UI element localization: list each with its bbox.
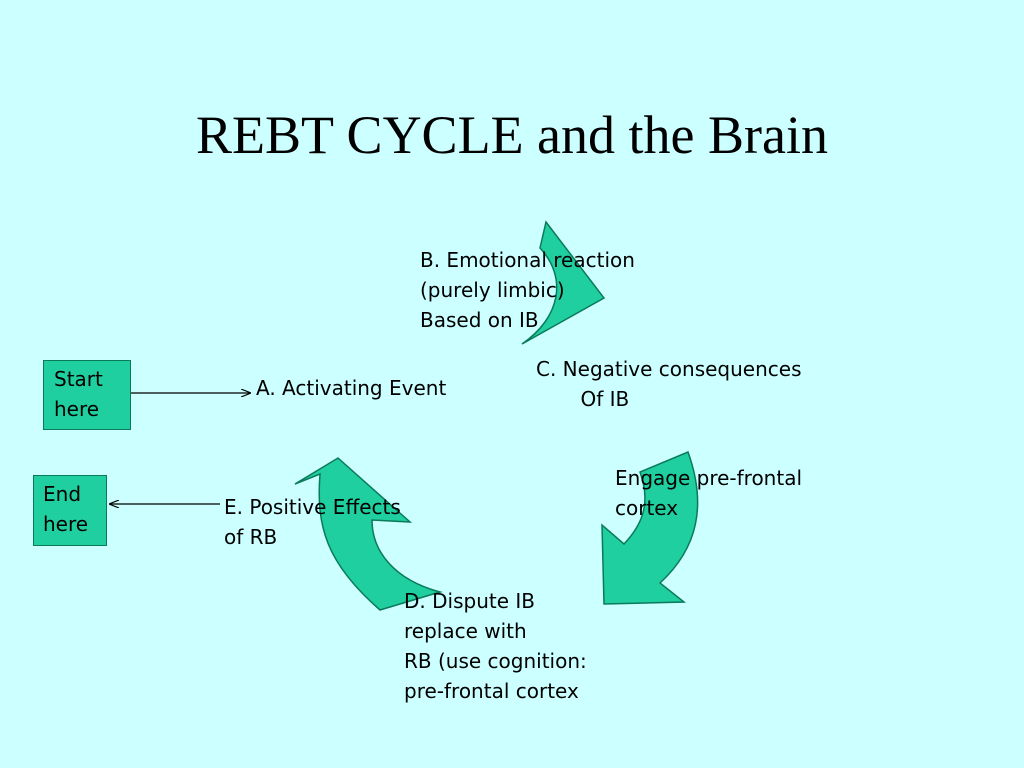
top-curved-arrow xyxy=(521,220,606,345)
slide-title: REBT CYCLE and the Brain xyxy=(196,105,828,165)
negative-consequences-label: C. Negative consequences Of IB xyxy=(536,357,802,411)
activating-event-label: A. Activating Event xyxy=(256,376,447,400)
dispute-ib-label: D. Dispute IB replace with RB (use cogni… xyxy=(404,589,587,703)
emotional-reaction-label: B. Emotional reaction (purely limbic) Ba… xyxy=(420,248,635,332)
positive-effects-label: E. Positive Effects of RB xyxy=(224,495,401,549)
start-here-box: Start here xyxy=(43,360,131,430)
end-here-box: End here xyxy=(33,475,107,546)
engage-prefrontal-label: Engage pre-frontal cortex xyxy=(615,466,803,520)
left-curved-arrow xyxy=(294,457,443,611)
right-curved-arrow xyxy=(601,451,699,605)
